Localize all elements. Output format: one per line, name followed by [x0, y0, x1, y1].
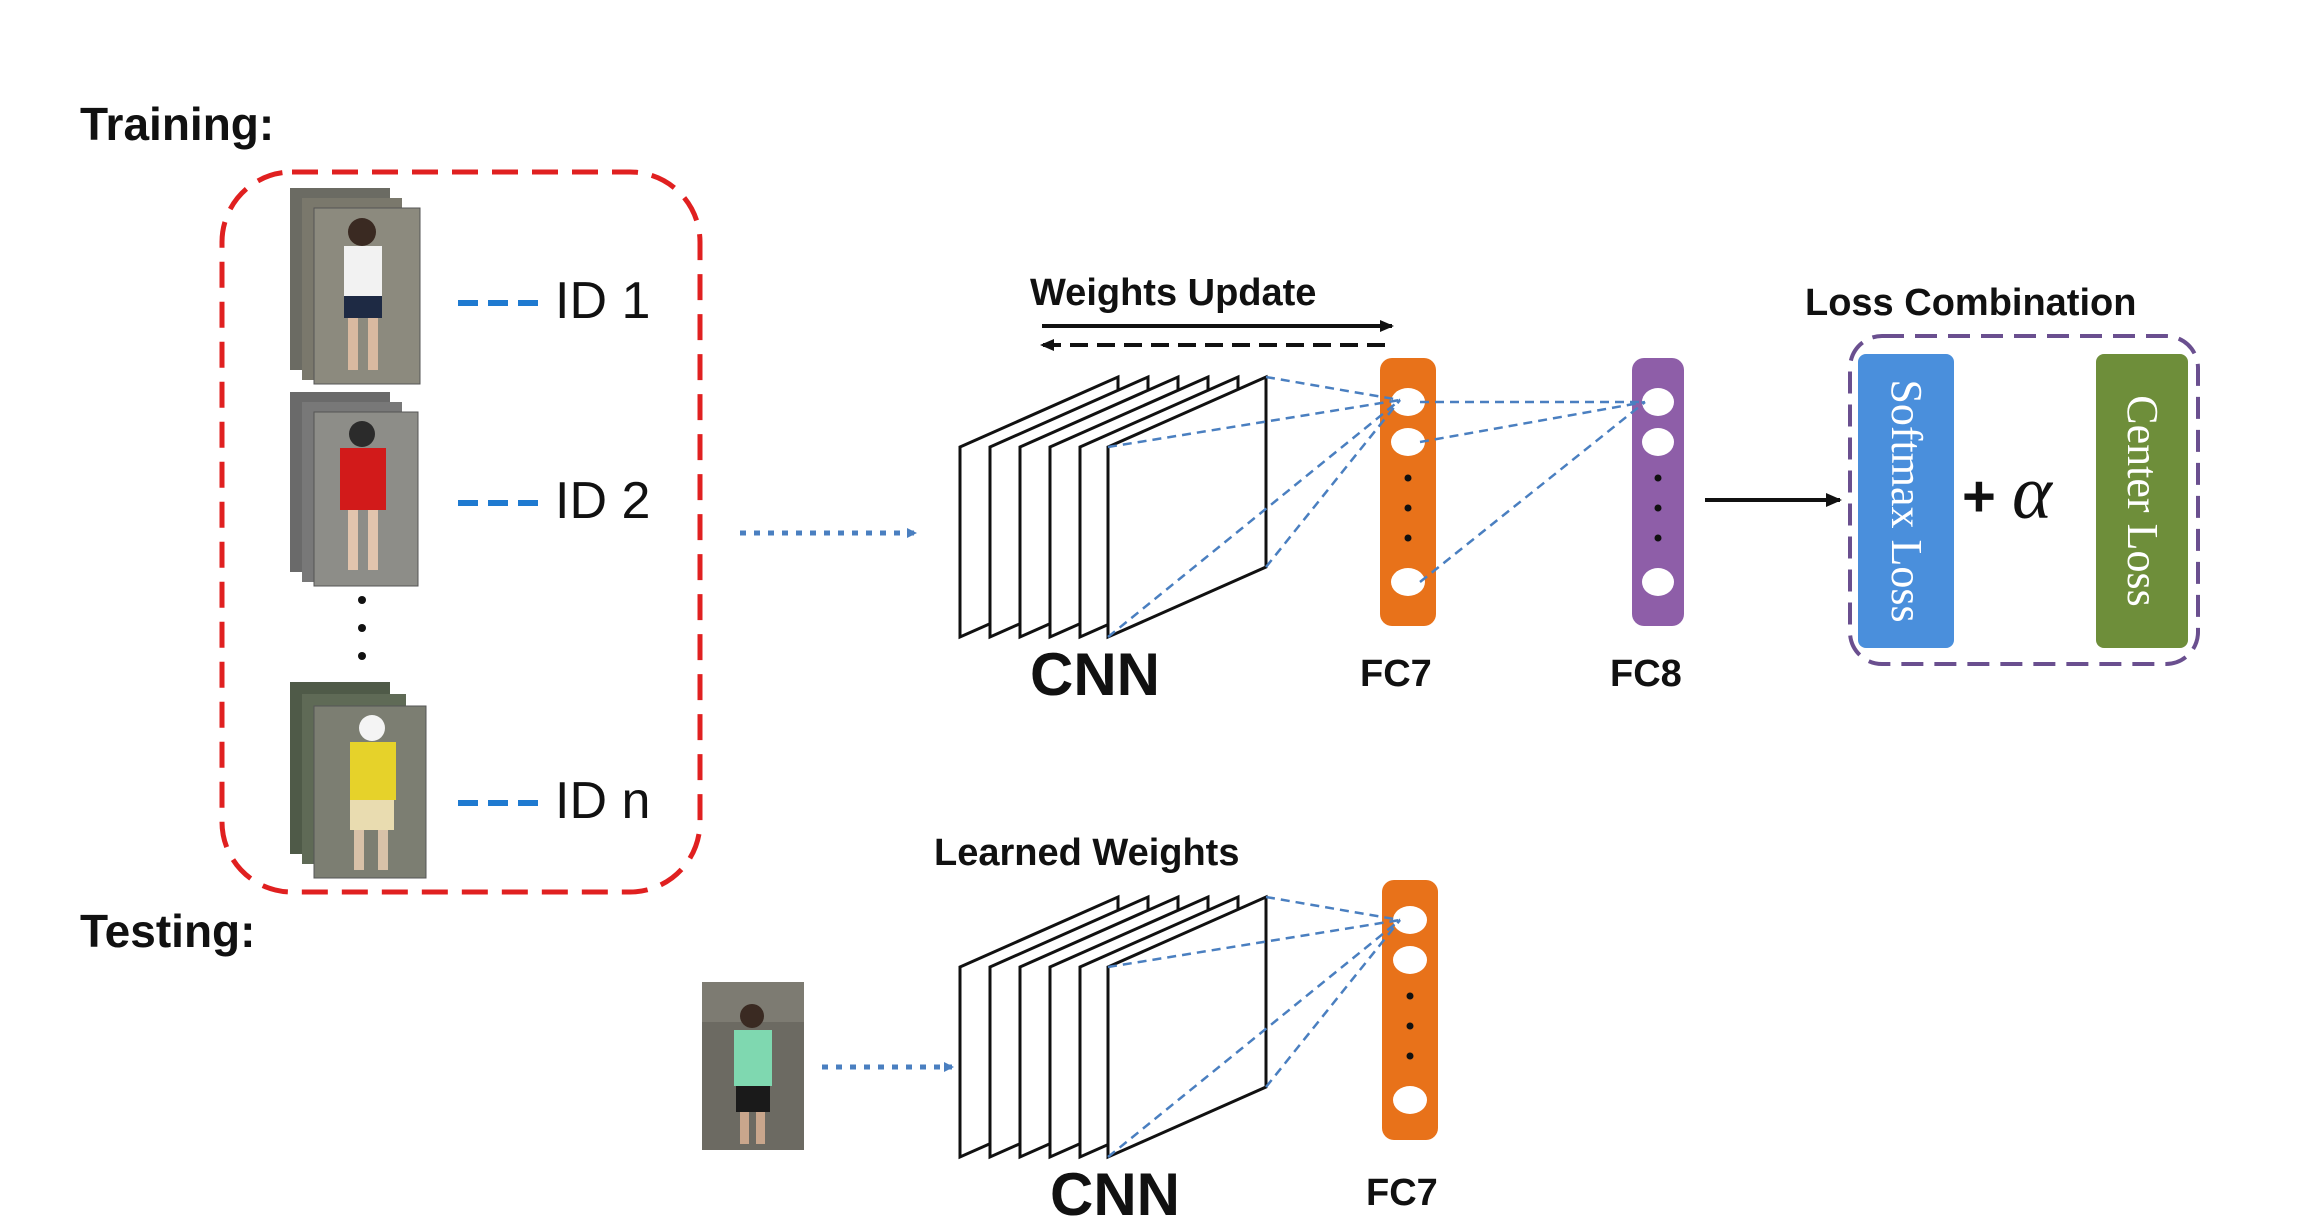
center-loss-label: Center Loss [2118, 395, 2167, 606]
training-cnn-fc7-connections [1107, 375, 1401, 638]
fc8-neurons [1642, 388, 1674, 596]
training-samples-box [219, 169, 703, 895]
fc8-label: FC8 [1610, 653, 1682, 695]
person-stack-id2 [290, 392, 419, 587]
training-fc7-label: FC7 [1360, 653, 1432, 695]
training-fc7-neurons [1391, 388, 1425, 596]
training-fc7-layer [1380, 358, 1436, 626]
training-cnn-stack [958, 374, 1268, 640]
loss-combination-title: Loss Combination [1805, 282, 2136, 324]
weights-update-label: Weights Update [1030, 272, 1316, 314]
loss-combination-box [1848, 334, 2200, 666]
training-title: Training: [80, 98, 274, 150]
testing-cnn-label: CNN [1050, 1161, 1180, 1225]
training-cnn-label: CNN [1030, 641, 1160, 708]
center-loss-block [2096, 354, 2188, 648]
plus-sign: + [1962, 464, 1996, 529]
stack-ellipsis [358, 596, 366, 660]
person-stack-idn [290, 682, 427, 879]
testing-cnn-fc7-connections [1107, 895, 1401, 1158]
fc8-layer [1632, 358, 1684, 626]
testing-title: Testing: [80, 905, 255, 957]
id2-label: ID 2 [555, 472, 650, 530]
person-stack-id1 [290, 188, 421, 385]
id1-label: ID 1 [555, 272, 650, 330]
idn-label: ID n [555, 772, 650, 830]
testing-fc7-label: FC7 [1366, 1172, 1438, 1214]
softmax-loss-block [1858, 354, 1954, 648]
testing-cnn-stack [958, 894, 1268, 1160]
softmax-loss-label: Softmax Loss [1882, 379, 1931, 622]
alpha-symbol: α [2012, 451, 2054, 535]
test-person-image [702, 982, 804, 1150]
testing-fc7-neurons [1393, 906, 1427, 1114]
testing-fc7-layer [1382, 880, 1438, 1140]
learned-weights-label: Learned Weights [934, 832, 1239, 874]
fc7-fc8-connections [1419, 400, 1646, 583]
